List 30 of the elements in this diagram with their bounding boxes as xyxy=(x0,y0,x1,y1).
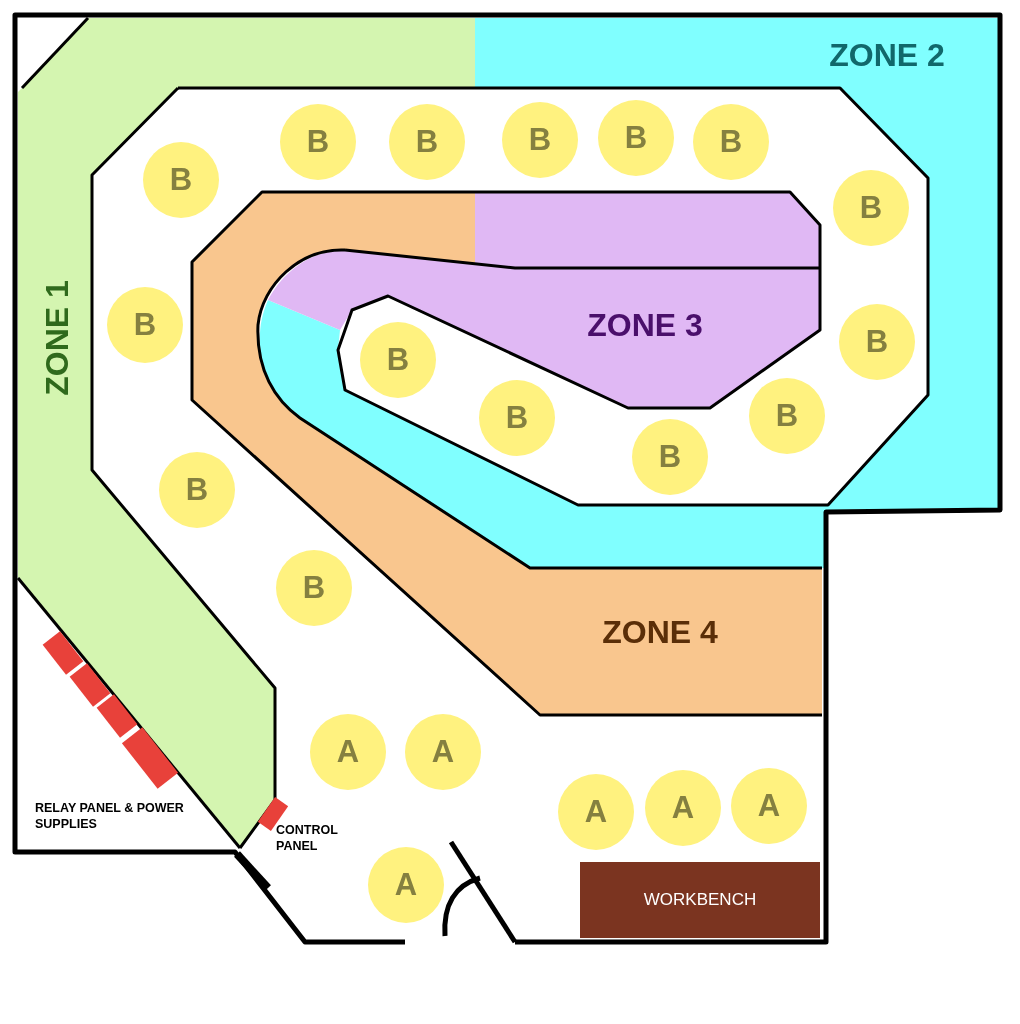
station-letter: B xyxy=(505,400,529,436)
zone-label: ZONE 3 xyxy=(587,306,703,344)
station-letter: B xyxy=(775,398,799,434)
station-letter: A xyxy=(336,734,360,770)
station-letter: B xyxy=(169,162,193,198)
zone-label: ZONE 4 xyxy=(602,613,718,651)
station-letter: A xyxy=(394,867,418,903)
station-letter: B xyxy=(386,342,410,378)
equipment-label: CONTROL PANEL xyxy=(276,822,339,854)
zone-label: ZONE 1 xyxy=(38,280,76,396)
station-letter: A xyxy=(584,794,608,830)
station-letter: B xyxy=(865,324,889,360)
equipment-label: RELAY PANEL & POWER SUPPLIES xyxy=(35,800,185,832)
station-letter: B xyxy=(658,439,682,475)
station-letter: A xyxy=(757,788,781,824)
station-letter: B xyxy=(415,124,439,160)
station-letter: B xyxy=(185,472,209,508)
station-letter: B xyxy=(306,124,330,160)
station-letter: B xyxy=(528,122,552,158)
station-letter: B xyxy=(302,570,326,606)
station-letter: A xyxy=(431,734,455,770)
workbench xyxy=(580,862,820,938)
station-letter: B xyxy=(133,307,157,343)
station-letter: B xyxy=(624,120,648,156)
zone-label: ZONE 2 xyxy=(829,36,945,74)
station-letter: A xyxy=(671,790,695,826)
workbench-label: WORKBENCH xyxy=(643,890,757,910)
station-letter: B xyxy=(859,190,883,226)
station-letter: B xyxy=(719,124,743,160)
station-circle xyxy=(360,322,436,398)
